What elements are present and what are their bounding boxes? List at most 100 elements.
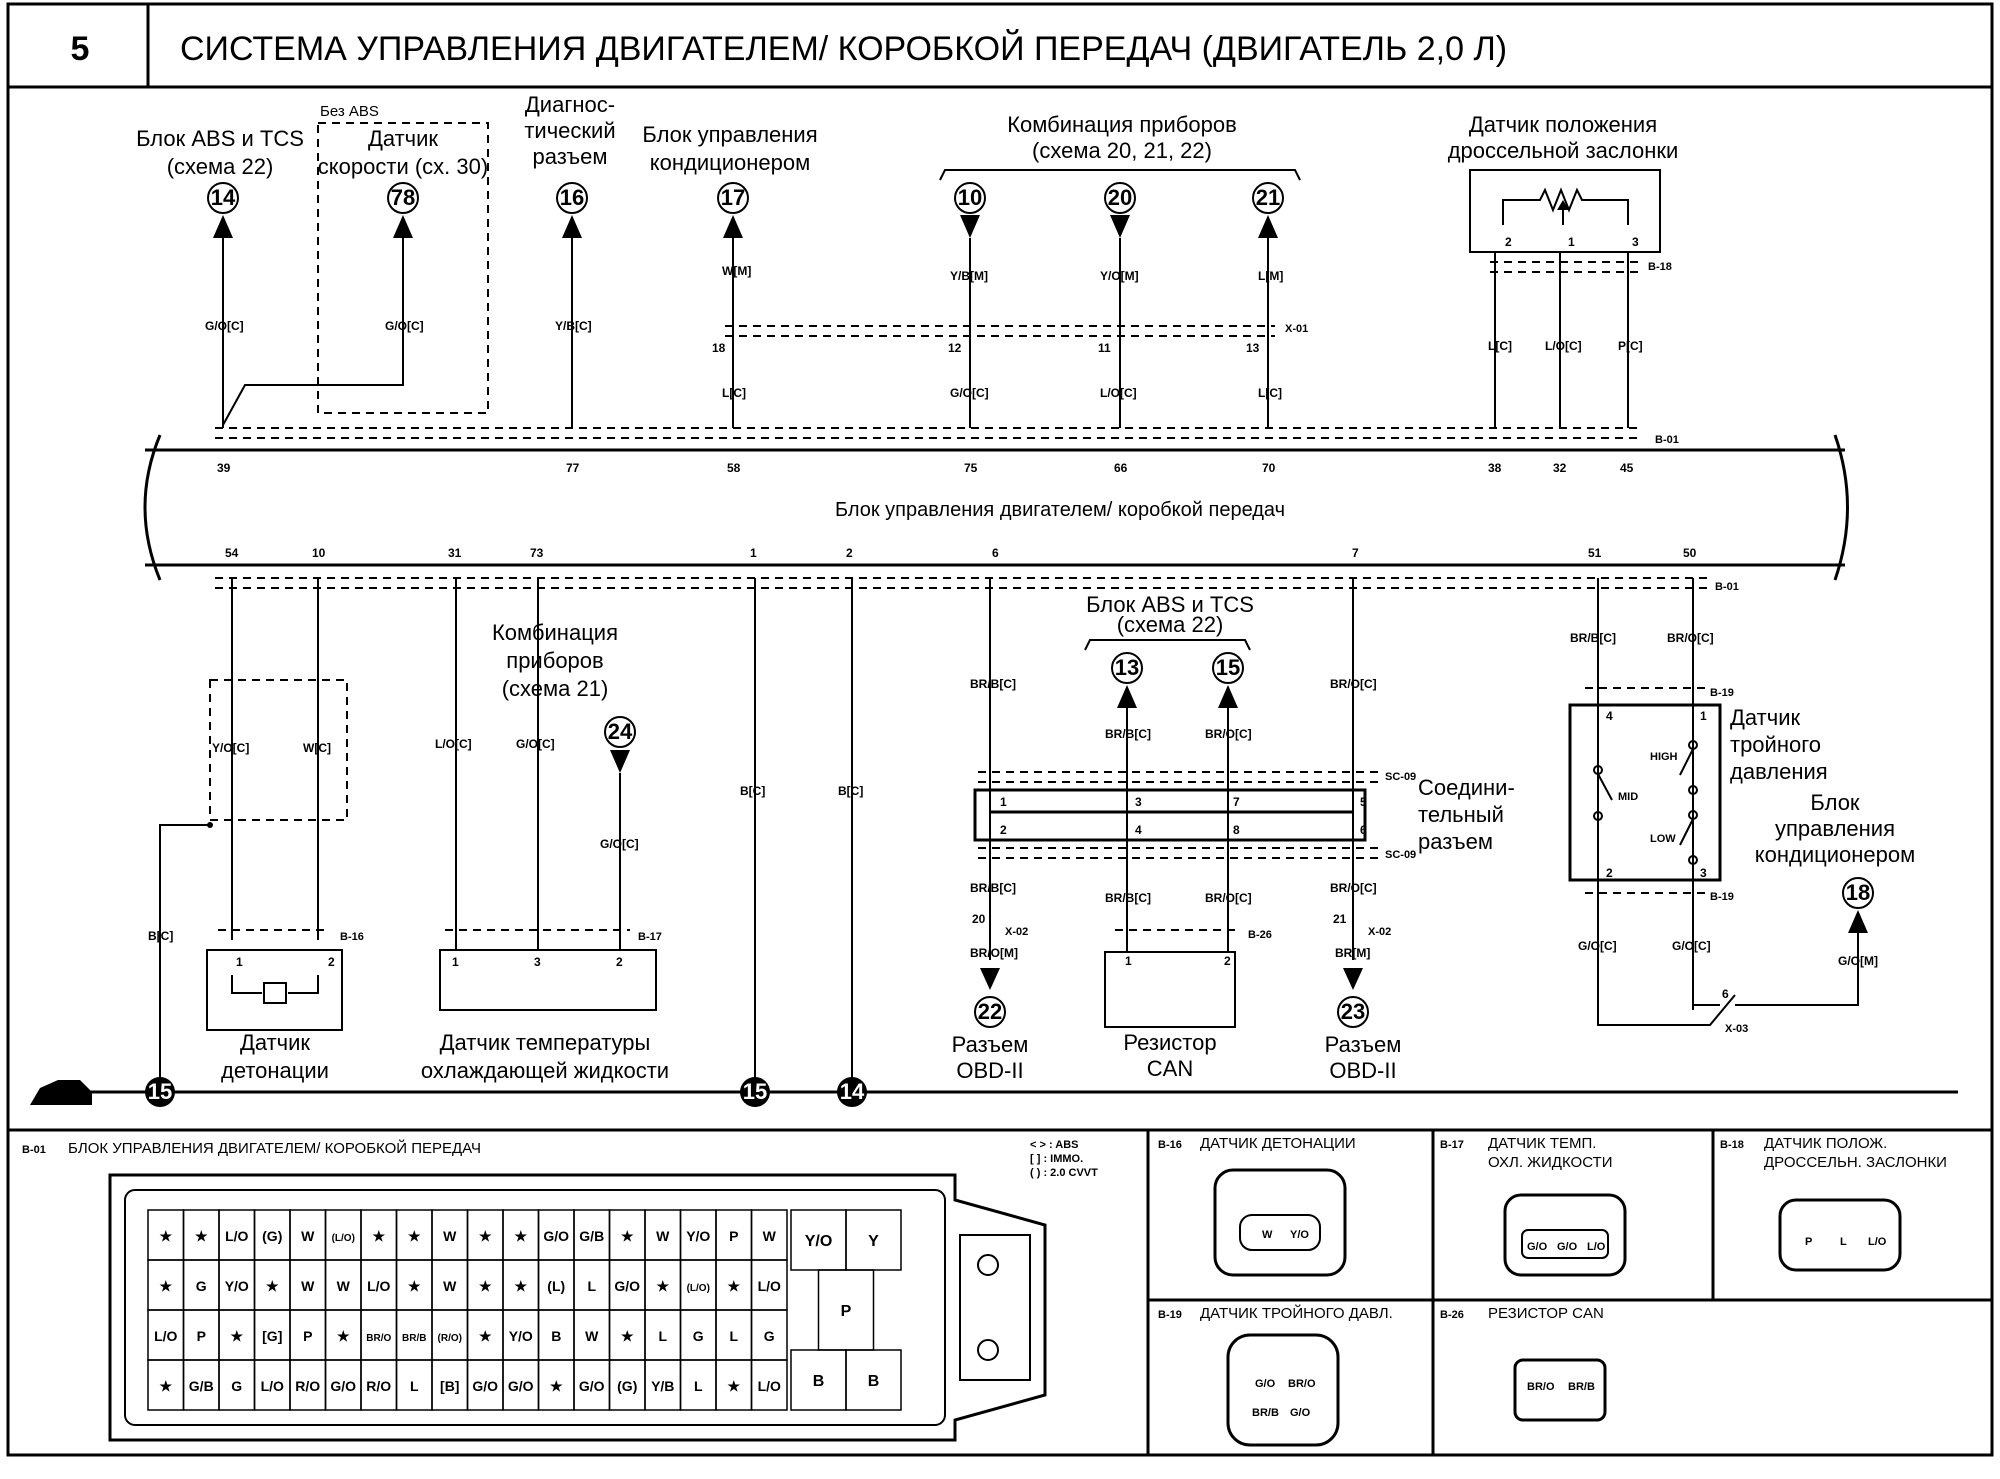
- cluster-top-group: Комбинация приборов (схема 20, 21, 22) X…: [939, 112, 1308, 475]
- coolant-wire-2: G/O[C]: [516, 737, 555, 751]
- arrow-up-icon: [1117, 685, 1137, 708]
- b01-title: БЛОК УПРАВЛЕНИЯ ДВИГАТЕЛЕМ/ КОРОБКОЙ ПЕР…: [68, 1139, 481, 1157]
- tp-mid: MID: [1618, 791, 1638, 803]
- b26-pin-1: BR/O: [1527, 1381, 1555, 1393]
- coolant-wire-1: L/O[C]: [435, 737, 472, 751]
- ecu-pin-45: 45: [1620, 461, 1634, 475]
- abs-label-1: Блок ABS и TCS: [136, 126, 304, 151]
- ecu-pin-color-label: L: [694, 1378, 703, 1394]
- diag-label-1: Диагнос-: [525, 92, 615, 117]
- knock-wire-2: W[C]: [303, 741, 331, 755]
- jpin-6: 6: [1360, 823, 1367, 837]
- obd1-pin: 20: [972, 912, 986, 926]
- ecu-pin-color-label: W: [585, 1328, 599, 1344]
- ac-label-2: кондиционером: [650, 150, 811, 175]
- tps-label-2: дроссельной заслонки: [1448, 138, 1679, 163]
- res-conn: B-26: [1248, 929, 1272, 941]
- arrow-down-icon: [610, 750, 630, 773]
- tps-conn: B-18: [1648, 261, 1672, 273]
- knock-pin-1: 1: [236, 955, 243, 969]
- ac-top-group: Блок управления кондиционером 17 W[M] 18…: [642, 122, 817, 475]
- tp-pin-2: 2: [1606, 866, 1613, 880]
- tp-conn-top: B-19: [1710, 687, 1734, 699]
- joint-label-3: разъем: [1418, 829, 1493, 854]
- ecu-bottom-pins: 54 10 31 73 1 2 6 7 51 50: [225, 546, 1697, 560]
- ecu-pin-color-label: L: [729, 1328, 738, 1344]
- ecu-name: Блок управления двигателем/ коробкой пер…: [835, 499, 1285, 521]
- b26-code: B-26: [1440, 1309, 1464, 1321]
- b17-connector-icon: [1503, 1193, 1627, 1277]
- sc09-bottom: SC-09: [1385, 849, 1416, 861]
- cluster21-label-1: Комбинация: [492, 620, 618, 645]
- abs-top-group: Блок ABS и TCS (схема 22) 14 G/O[C] 39: [136, 126, 304, 475]
- res-wire-1: BR/B[C]: [1105, 891, 1151, 905]
- cl21-wire-bot: L[C]: [1258, 386, 1282, 400]
- ecu-pin-color-label: P: [729, 1228, 738, 1244]
- joint-label-2: тельный: [1418, 802, 1504, 827]
- knock-conn: B-16: [340, 931, 364, 943]
- abs-label-2: (схема 22): [167, 154, 274, 179]
- ecu-pin-color-label: G/O: [579, 1378, 605, 1394]
- ecu-pin-color-label: [G]: [262, 1328, 282, 1344]
- ground1-wire: B[C]: [740, 784, 765, 798]
- arrow-up-icon: [723, 215, 743, 238]
- coolant-wire-3: G/O[C]: [600, 837, 639, 851]
- jpin-7: 7: [1233, 795, 1240, 809]
- b19-pin-1: G/O: [1255, 1378, 1276, 1390]
- ac2-ref-18: 18: [1846, 880, 1870, 905]
- obd-ref-23: 23: [1341, 999, 1365, 1024]
- tps-pin-3: 3: [1632, 235, 1639, 249]
- ecu-pin-color-label: L/O: [758, 1278, 781, 1294]
- legend-area: B-01 БЛОК УПРАВЛЕНИЯ ДВИГАТЕЛЕМ/ КОРОБКО…: [8, 1128, 1992, 1455]
- ecu-power-pin-label: B: [868, 1373, 880, 1390]
- b17-title-2: ОХЛ. ЖИДКОСТИ: [1488, 1154, 1612, 1171]
- ground-ref-15: 15: [743, 1079, 767, 1104]
- b26-connector-icon: [1513, 1358, 1607, 1422]
- ecu-pin-color-label: W: [301, 1228, 315, 1244]
- arrow-down-icon: [1110, 215, 1130, 238]
- b19-connector-icon: [1226, 1333, 1340, 1447]
- ref-14-top: 14: [211, 185, 236, 210]
- ecu-pin-color-label: G/B: [189, 1378, 214, 1394]
- arrow-up-icon: [1848, 910, 1868, 933]
- can-wire-7: BR/O[C]: [1330, 677, 1377, 691]
- arrow-up-icon: [1218, 685, 1238, 708]
- ecu-pin-color-label: L/O: [758, 1378, 781, 1394]
- obd1-wire-a: BR/B[C]: [970, 881, 1016, 895]
- tp-wire-r: G/O[C]: [1672, 939, 1711, 953]
- diag-label-3: разъем: [533, 144, 608, 169]
- ecu-power-pin-label: P: [841, 1303, 852, 1320]
- ecu-connector-outline: [108, 1173, 1047, 1442]
- b18-title-2: ДРОССЕЛЬН. ЗАСЛОНКИ: [1764, 1154, 1947, 1171]
- b17-pin-3: L/O: [1587, 1241, 1606, 1253]
- can-ref-15: 15: [1216, 655, 1240, 680]
- cl10-conn-pin: 12: [948, 341, 962, 355]
- tp-conn-bot: B-19: [1710, 891, 1734, 903]
- ecu-pin-color-label: ★: [230, 1328, 243, 1344]
- b01-code: B-01: [22, 1144, 46, 1156]
- ecu-pin-color-label: G: [764, 1328, 775, 1344]
- ecu-pin-7: 7: [1352, 546, 1359, 560]
- cl20-wire-top: Y/O[M]: [1100, 269, 1139, 283]
- can-abs-label-1: Блок ABS и TCS: [1086, 592, 1254, 617]
- ecu-pin-color-label: L/O: [225, 1228, 248, 1244]
- obd2-pin: 21: [1333, 912, 1347, 926]
- tp-wire-51: BR/B[C]: [1570, 631, 1616, 645]
- cl20-conn-pin: 11: [1098, 341, 1111, 355]
- cl21-conn-pin: 13: [1246, 341, 1260, 355]
- b17-title-1: ДАТЧИК ТЕМП.: [1488, 1135, 1596, 1152]
- ecu-pin-color-label: ★: [408, 1228, 421, 1244]
- ecu-pin-color-label: W: [656, 1228, 670, 1244]
- ecu-pin-color-label: ★: [159, 1228, 172, 1244]
- ecu-pin-32: 32: [1553, 461, 1567, 475]
- cl10-wire-top: Y/B[M]: [950, 269, 988, 283]
- cluster21-label-3: (схема 21): [502, 676, 609, 701]
- coolant-pin-3: 3: [534, 955, 541, 969]
- coolant-pin-2: 2: [616, 955, 623, 969]
- ecu-pin-color-label: ★: [195, 1228, 208, 1244]
- tp-low: LOW: [1650, 833, 1676, 845]
- x03-pin: 6: [1722, 987, 1729, 1001]
- note-immo: [ ] : IMMO.: [1030, 1153, 1083, 1165]
- ref-78: 78: [391, 185, 415, 210]
